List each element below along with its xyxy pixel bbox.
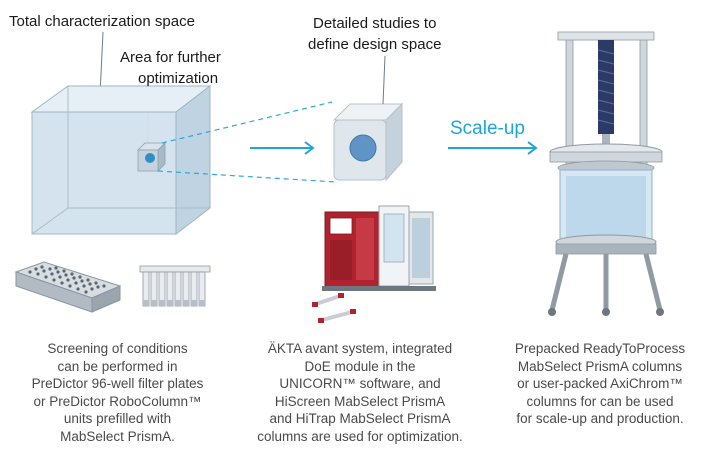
akta-avant-image — [312, 205, 436, 323]
label-total-space: Total characterization space — [9, 13, 195, 30]
caption-line: columns are used for optimization. — [257, 428, 463, 444]
label-further-opt-line2: optimization — [138, 70, 219, 87]
arrow-scale-up — [448, 141, 538, 155]
projection-line-top — [161, 101, 333, 144]
caption-line: ÄKTA avant system, integrated — [267, 341, 453, 356]
robocolumn-image — [139, 265, 211, 307]
caption-scale-up: Prepacked ReadyToProcess MabSelect Prism… — [500, 340, 700, 428]
detail-cube — [332, 102, 404, 182]
label-detailed-line1: Detailed studies to — [313, 15, 437, 32]
label-further-opt-line1: Area for further — [120, 49, 221, 66]
caption-optimization: ÄKTA avant system, integrated DoE module… — [240, 340, 480, 445]
caption-line: Screening of conditions — [47, 341, 188, 356]
filter-plate-image — [14, 261, 122, 313]
caption-line: DoE module in the — [304, 358, 416, 374]
optimization-cube-small — [137, 142, 166, 172]
caption-screening: Screening of conditions can be performed… — [10, 340, 225, 445]
arrow-to-detail — [250, 141, 315, 155]
projection-line-bottom — [157, 170, 337, 183]
caption-line: HiScreen MabSelect PrismA — [274, 393, 446, 409]
leader-line-total — [99, 31, 104, 96]
leader-line-detail — [382, 55, 386, 105]
caption-line: and HiTrap MabSelect PrismA — [269, 411, 451, 426]
process-column-image — [548, 31, 664, 316]
caption-line: or user-packed AxiChrom™ — [517, 376, 683, 391]
characterization-box — [30, 84, 212, 236]
caption-line: units prefilled with — [63, 411, 172, 426]
caption-line: UNICORN™ software, and — [279, 376, 441, 391]
caption-line: for scale-up and production. — [516, 411, 684, 426]
caption-line: Prepacked ReadyToProcess — [514, 341, 686, 356]
caption-line: columns for can be used — [526, 393, 674, 409]
caption-line: can be performed in — [57, 358, 178, 374]
caption-line: or PreDictor RoboColumn™ — [33, 393, 202, 409]
label-detailed-line2: define design space — [308, 36, 442, 53]
label-scale-up: Scale-up — [450, 118, 525, 139]
caption-line: MabSelect PrismA. — [60, 428, 175, 444]
caption-line: MabSelect PrismA columns — [517, 358, 683, 374]
caption-line: PreDictor 96-well filter plates — [31, 376, 204, 391]
